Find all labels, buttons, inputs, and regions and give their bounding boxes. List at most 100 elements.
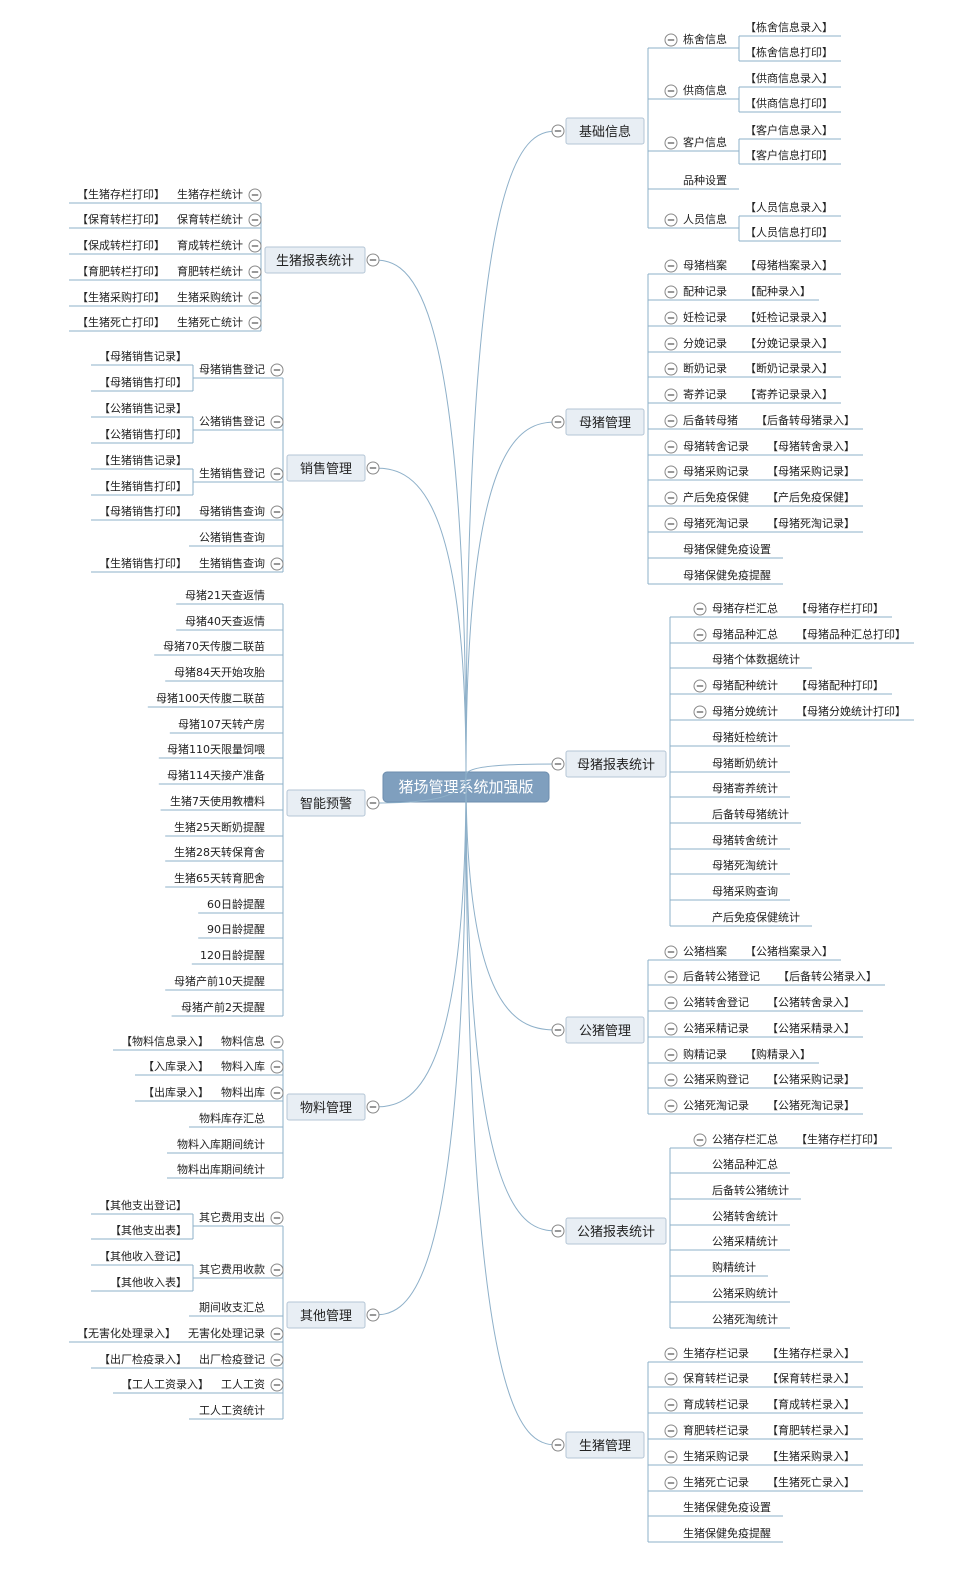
sub-node-label[interactable]: 【保成转栏打印】 xyxy=(77,238,165,252)
sub-node-label[interactable]: 【生猪采购打印】 xyxy=(77,290,165,304)
node-item[interactable]: 公猪存栏汇总【生猪存栏打印】 xyxy=(670,1132,892,1149)
node-item[interactable]: 60日龄提醒 xyxy=(198,897,283,914)
sub-node-label[interactable]: 【保育转栏打印】 xyxy=(77,212,165,226)
node-item[interactable]: 生猪死亡记录【生猪死亡录入】 xyxy=(648,1475,863,1492)
node-item[interactable]: 生猪销售查询【生猪销售打印】 xyxy=(91,556,284,573)
node-item[interactable]: 公猪品种汇总 xyxy=(670,1157,790,1174)
node-item[interactable]: 配种记录【配种录入】 xyxy=(648,284,819,301)
sub-node-label[interactable]: 【工人工资录入】 xyxy=(121,1378,209,1391)
collapse-toggle-icon[interactable] xyxy=(366,1100,380,1114)
sub-node-label[interactable]: 【公猪档案录入】 xyxy=(745,944,833,958)
node-item[interactable]: 公猪采购登记【公猪采购记录】 xyxy=(648,1072,863,1089)
collapse-toggle-icon[interactable] xyxy=(664,440,678,454)
collapse-toggle-icon[interactable] xyxy=(270,1211,284,1225)
node-item[interactable]: 后备转母猪统计 xyxy=(670,807,801,824)
sub-node-label[interactable]: 【母猪转舍录入】 xyxy=(767,439,855,453)
collapse-toggle-icon[interactable] xyxy=(551,757,565,771)
sub-node-label[interactable]: 【生猪销售打印】 xyxy=(99,479,187,493)
node-item[interactable]: 育成转栏记录【育成转栏录入】 xyxy=(648,1397,863,1414)
node-item[interactable]: 母猪品种汇总【母猪品种汇总打印】 xyxy=(670,627,914,644)
node-item[interactable]: 其它费用收款【其他收入登记】【其他收入表】 xyxy=(91,1249,284,1292)
collapse-toggle-icon[interactable] xyxy=(664,1398,678,1412)
node-item[interactable]: 生猪采购统计【生猪采购打印】 xyxy=(69,290,262,307)
sub-node-label[interactable]: 【其他收入表】 xyxy=(110,1275,187,1289)
node-item[interactable]: 出厂检疫登记【出厂检疫录入】 xyxy=(91,1352,284,1369)
sub-node-label[interactable]: 【保育转栏录入】 xyxy=(767,1371,855,1385)
sub-node-label[interactable]: 【后备转母猪录入】 xyxy=(756,413,855,427)
node-item[interactable]: 120日龄提醒 xyxy=(191,948,283,965)
node-item[interactable]: 工人工资统计 xyxy=(189,1404,283,1420)
node-item[interactable]: 育肥转栏记录【育肥转栏录入】 xyxy=(648,1423,863,1440)
node-item[interactable]: 母猪妊检统计 xyxy=(670,730,790,747)
sub-node-label[interactable]: 【无害化处理录入】 xyxy=(77,1326,176,1340)
collapse-toggle-icon[interactable] xyxy=(270,557,284,571)
branch-box[interactable] xyxy=(565,1016,645,1044)
collapse-toggle-icon[interactable] xyxy=(664,465,678,479)
collapse-toggle-icon[interactable] xyxy=(366,796,380,810)
node-item[interactable]: 母猪死淘统计 xyxy=(670,859,790,875)
sub-node-label[interactable]: 【母猪品种汇总打印】 xyxy=(796,627,906,641)
collapse-toggle-icon[interactable] xyxy=(664,1022,678,1036)
collapse-toggle-icon[interactable] xyxy=(664,84,678,98)
collapse-toggle-icon[interactable] xyxy=(248,239,262,253)
node-item[interactable]: 断奶记录【断奶记录录入】 xyxy=(648,361,841,378)
collapse-toggle-icon[interactable] xyxy=(270,363,284,377)
sub-node-label[interactable]: 【生猪存栏录入】 xyxy=(767,1346,855,1360)
collapse-toggle-icon[interactable] xyxy=(664,259,678,273)
collapse-toggle-icon[interactable] xyxy=(366,461,380,475)
branch-box[interactable] xyxy=(565,117,645,145)
sub-node-label[interactable]: 【母猪存栏打印】 xyxy=(796,601,884,615)
node-item[interactable]: 产后免疫保健统计 xyxy=(670,910,812,927)
collapse-toggle-icon[interactable] xyxy=(270,1263,284,1277)
collapse-toggle-icon[interactable] xyxy=(664,362,678,376)
sub-node-label[interactable]: 【寄养记录录入】 xyxy=(745,387,833,401)
node-item[interactable]: 母猪转舍统计 xyxy=(670,833,790,850)
branch-box[interactable] xyxy=(264,246,366,274)
collapse-toggle-icon[interactable] xyxy=(664,311,678,325)
node-item[interactable]: 母猪40天查返情 xyxy=(176,614,283,631)
collapse-toggle-icon[interactable] xyxy=(270,1060,284,1074)
sub-node-label[interactable]: 【物料信息录入】 xyxy=(121,1034,209,1048)
collapse-toggle-icon[interactable] xyxy=(664,1372,678,1386)
collapse-toggle-icon[interactable] xyxy=(270,415,284,429)
branch-box[interactable] xyxy=(286,454,366,482)
branch-box[interactable] xyxy=(286,1301,366,1329)
collapse-toggle-icon[interactable] xyxy=(664,1347,678,1361)
collapse-toggle-icon[interactable] xyxy=(270,1035,284,1049)
branch-box[interactable] xyxy=(286,1093,366,1121)
branch-box[interactable] xyxy=(286,789,366,817)
sub-node-label[interactable]: 【母猪配种打印】 xyxy=(796,678,884,692)
node-item[interactable]: 公猪转舍统计 xyxy=(670,1209,790,1226)
collapse-toggle-icon[interactable] xyxy=(270,1378,284,1392)
sub-node-label[interactable]: 【育肥转栏录入】 xyxy=(767,1423,855,1437)
node-item[interactable]: 后备转公猪统计 xyxy=(670,1183,801,1200)
collapse-toggle-icon[interactable] xyxy=(551,1224,565,1238)
node-item[interactable]: 妊检记录【妊检记录录入】 xyxy=(648,310,841,327)
sub-node-label[interactable]: 【育成转栏录入】 xyxy=(767,1397,855,1411)
sub-node-label[interactable]: 【公猪采精录入】 xyxy=(767,1022,855,1035)
sub-node-label[interactable]: 【母猪销售打印】 xyxy=(99,375,187,389)
collapse-toggle-icon[interactable] xyxy=(270,467,284,481)
branch-box[interactable] xyxy=(565,750,667,778)
sub-node-label[interactable]: 【生猪死亡打印】 xyxy=(77,315,165,329)
node-item[interactable]: 无害化处理记录【无害化处理录入】 xyxy=(69,1326,284,1343)
sub-node-label[interactable]: 【妊检记录录入】 xyxy=(745,310,833,324)
node-item[interactable]: 母猪84天开始攻胎 xyxy=(165,665,283,682)
node-item[interactable]: 母猪114天接产准备 xyxy=(158,768,283,785)
collapse-toggle-icon[interactable] xyxy=(248,213,262,227)
node-item[interactable]: 育成转栏统计【保成转栏打印】 xyxy=(69,238,262,255)
sub-node-label[interactable]: 【生猪销售打印】 xyxy=(99,556,187,570)
node-item[interactable]: 人员信息【人员信息录入】【人员信息打印】 xyxy=(648,200,841,242)
node-item[interactable]: 生猪7天使用教槽料 xyxy=(160,794,283,811)
node-item[interactable]: 生猪存栏统计【生猪存栏打印】 xyxy=(69,187,262,204)
node-item[interactable]: 母猪个体数据统计 xyxy=(670,652,812,669)
node-item[interactable]: 公猪档案【公猪档案录入】 xyxy=(648,944,841,961)
node-item[interactable]: 物料信息【物料信息录入】 xyxy=(113,1034,284,1051)
node-item[interactable]: 物料出库【出库录入】 xyxy=(135,1085,284,1102)
node-item[interactable]: 生猪保健免疫提醒 xyxy=(648,1526,783,1543)
collapse-toggle-icon[interactable] xyxy=(248,291,262,305)
node-item[interactable]: 公猪转舍登记【公猪转舍录入】 xyxy=(648,995,863,1012)
node-item[interactable]: 母猪产前2天提醒 xyxy=(171,1000,283,1017)
node-item[interactable]: 母猪档案【母猪档案录入】 xyxy=(648,258,841,275)
sub-node-label[interactable]: 【生猪采购录入】 xyxy=(767,1449,855,1463)
